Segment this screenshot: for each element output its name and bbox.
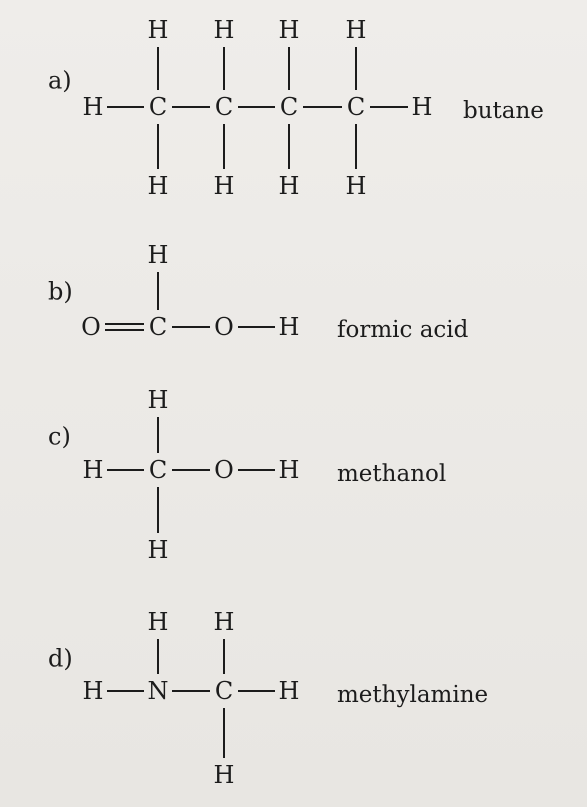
molecule-label: a)	[48, 67, 72, 95]
atom-H: H	[279, 677, 300, 705]
atom-H: H	[279, 456, 300, 484]
atom-C: C	[215, 93, 233, 121]
atom-C: C	[347, 93, 365, 121]
atom-H: H	[148, 241, 169, 269]
atom-C: C	[215, 677, 233, 705]
atom-H: H	[279, 16, 300, 44]
atom-H: H	[148, 16, 169, 44]
atom-H: H	[279, 313, 300, 341]
compound-name: butane	[463, 98, 544, 124]
atom-C: C	[149, 93, 167, 121]
molecule-label: b)	[48, 278, 73, 306]
atom-H: H	[346, 16, 367, 44]
atom-C: C	[149, 456, 167, 484]
molecule-label: d)	[48, 645, 73, 673]
atom-O: O	[81, 313, 101, 341]
atom-H: H	[148, 536, 169, 564]
atom-H: H	[214, 16, 235, 44]
atom-O: O	[214, 456, 234, 484]
atom-C: C	[149, 313, 167, 341]
atom-H: H	[214, 761, 235, 789]
atom-H: H	[83, 93, 104, 121]
compound-name: methylamine	[337, 682, 488, 708]
atom-H: H	[83, 456, 104, 484]
atom-H: H	[279, 172, 300, 200]
atom-H: H	[214, 172, 235, 200]
compound-name: methanol	[337, 461, 446, 487]
atom-H: H	[148, 608, 169, 636]
atom-H: H	[148, 172, 169, 200]
molecule-label: c)	[48, 423, 71, 451]
atom-H: H	[148, 386, 169, 414]
atom-H: H	[346, 172, 367, 200]
compound-name: formic acid	[337, 317, 469, 343]
atom-C: C	[280, 93, 298, 121]
atom-N: N	[148, 677, 169, 705]
atom-O: O	[214, 313, 234, 341]
atom-H: H	[412, 93, 433, 121]
atom-H: H	[214, 608, 235, 636]
atom-H: H	[83, 677, 104, 705]
